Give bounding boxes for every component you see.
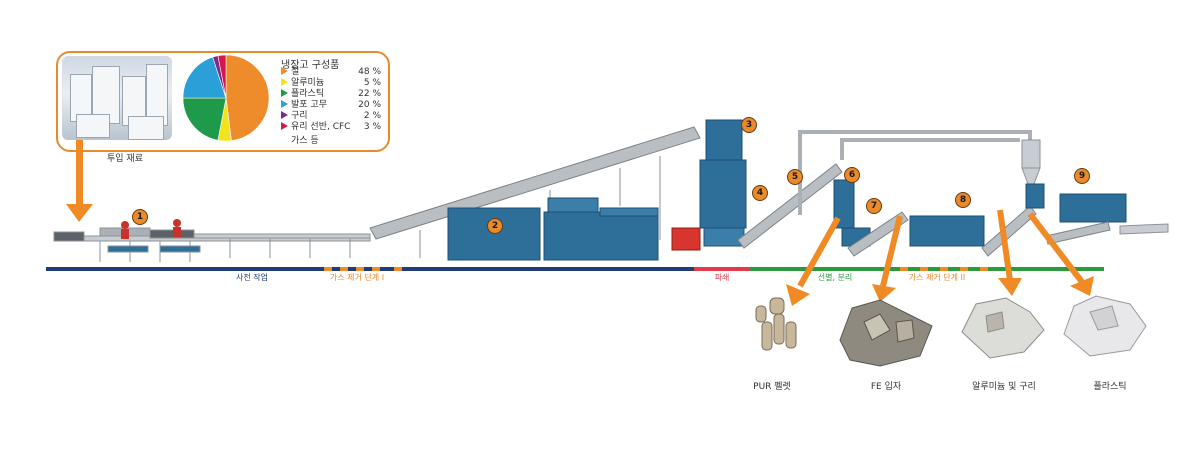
machine-8 <box>909 215 985 247</box>
legend-item-percent: 20 % <box>358 100 381 110</box>
legend-item-label: 철 <box>291 67 300 77</box>
cyclone <box>1021 139 1041 185</box>
output-label-al-cu: 알루미늄 및 구리 <box>972 382 1036 392</box>
step-badge-4: 4 <box>752 185 768 201</box>
conveyor-9 <box>1045 221 1111 245</box>
stage-baseline <box>46 267 1104 271</box>
stage-label-shred: 파쇄 <box>714 273 730 282</box>
legend-item-percent: 2 % <box>363 111 381 121</box>
red-unit <box>671 227 701 251</box>
output-label-pur: PUR 펠렛 <box>753 382 791 392</box>
pur-pellet-pile <box>755 297 797 351</box>
shredder-tower <box>699 119 747 247</box>
output-label-plastic: 플라스틱 <box>1093 382 1127 392</box>
stage-label-degas-1: 가스 제거 단계 I <box>329 273 385 282</box>
step-badge-3: 3 <box>741 117 757 133</box>
pie-slice <box>182 56 227 99</box>
input-arrow <box>66 140 93 222</box>
stage-label-prework: 사전 작업 <box>236 273 268 282</box>
output-arrows <box>786 209 1094 306</box>
machine-9 <box>1025 183 1127 223</box>
workers <box>121 219 181 239</box>
pie-slice <box>217 54 227 99</box>
legend-item: 발포 고무 20 % <box>281 100 381 111</box>
pie-slice <box>225 54 270 141</box>
prework-conveyor <box>53 227 371 262</box>
legend-marker-icon <box>281 67 288 75</box>
legend-marker-icon <box>281 100 288 108</box>
output-label-fe: FE 입자 <box>870 382 902 392</box>
legend-item: 유리 선반, CFC 3 % <box>281 122 381 133</box>
step-badge-9: 9 <box>1074 168 1090 184</box>
legend-item: 철 48 % <box>281 67 381 78</box>
conveyor-7 <box>847 211 909 257</box>
step-badge-2: 2 <box>487 218 503 234</box>
composition-pie-chart <box>182 54 270 142</box>
stage-label-sort: 선별, 분리 <box>817 273 853 282</box>
input-material-label: 투입 재료 <box>107 154 143 164</box>
legend-extra-text: 가스 등 <box>291 136 319 146</box>
machine-2 <box>447 197 659 261</box>
step-badge-1: 1 <box>132 209 148 225</box>
aluminium-copper-pile <box>961 297 1045 359</box>
legend-item-label: 유리 선반, CFC <box>291 122 351 132</box>
pie-slice <box>182 97 227 141</box>
legend-marker-icon <box>281 78 288 86</box>
legend-marker-icon <box>281 89 288 97</box>
plastic-pile <box>1063 295 1147 357</box>
machine-6 <box>833 179 871 247</box>
legend-item-label: 구리 <box>291 111 308 121</box>
step-badge-5: 5 <box>787 169 803 185</box>
input-material-photo <box>62 56 172 140</box>
step-badge-8: 8 <box>955 192 971 208</box>
sorting-conveyor <box>737 163 843 249</box>
legend-marker-icon <box>281 122 288 130</box>
legend-item: 구리 2 % <box>281 111 381 122</box>
stage-label-degas-2: 가스 제거 단계 II <box>908 273 966 282</box>
legend-item-percent: 3 % <box>363 122 381 132</box>
legend-item-label: 플라스틱 <box>291 89 325 99</box>
legend-item-label: 발포 고무 <box>291 100 327 110</box>
legend-item: 알루미늄 5 % <box>281 78 381 89</box>
legend-item: 플라스틱 22 % <box>281 89 381 100</box>
output-table <box>1119 223 1169 235</box>
fe-particle-pile <box>839 299 933 367</box>
conveyor-8 <box>981 205 1037 257</box>
legend-marker-icon <box>281 111 288 119</box>
legend-item-label: 알루미늄 <box>291 78 325 88</box>
legend-title: 냉장고 구성품 <box>281 60 340 71</box>
legend-item-percent: 5 % <box>363 78 381 88</box>
step-badge-6: 6 <box>844 167 860 183</box>
step-badge-7: 7 <box>866 198 882 214</box>
legend-item-percent: 48 % <box>358 67 381 77</box>
legend-item-percent: 22 % <box>358 89 381 99</box>
